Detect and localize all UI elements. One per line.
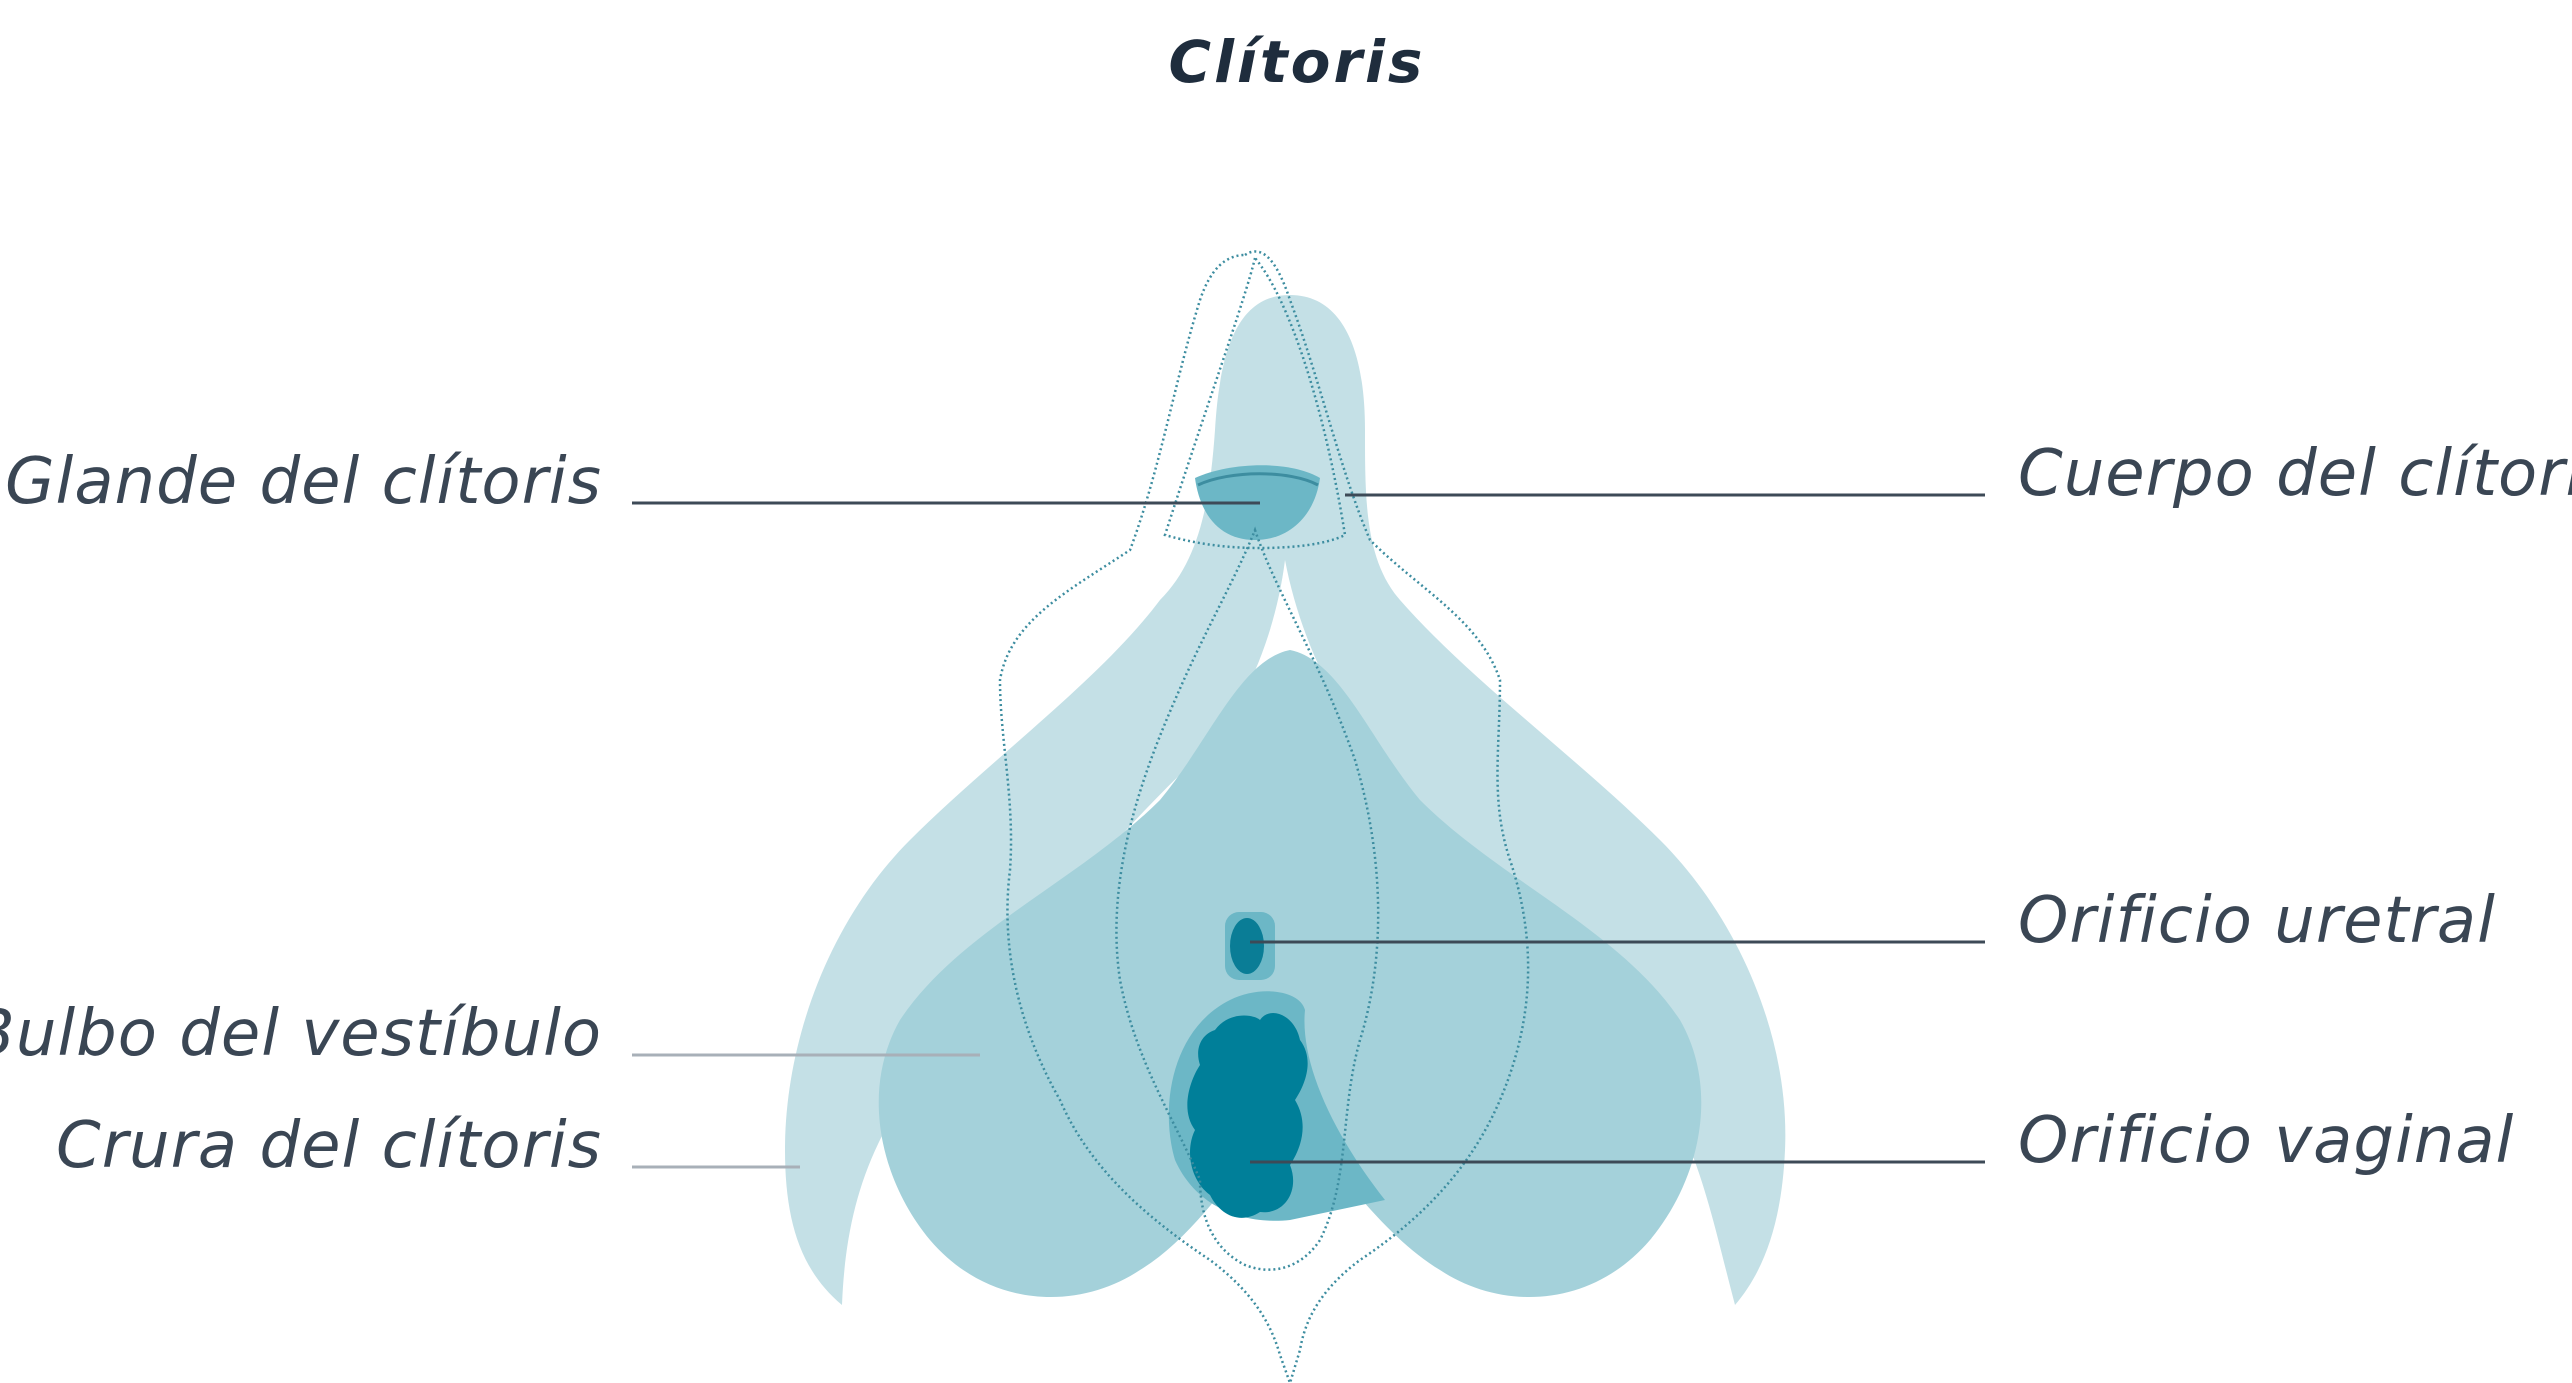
label-vaginal: Orificio vaginal [2018,1104,2514,1178]
vaginal-orifice [1187,1013,1307,1218]
label-bulbo: Bulbo del vestíbulo [0,997,602,1071]
urethral-orifice [1230,918,1264,974]
diagram-title: Clítoris [1169,28,1426,96]
label-cuerpo: Cuerpo del clítoris [2018,437,2572,511]
label-crura: Crura del clítoris [56,1109,602,1183]
label-glande: Glande del clítoris [5,445,602,519]
label-uretral: Orificio uretral [2018,884,2496,958]
